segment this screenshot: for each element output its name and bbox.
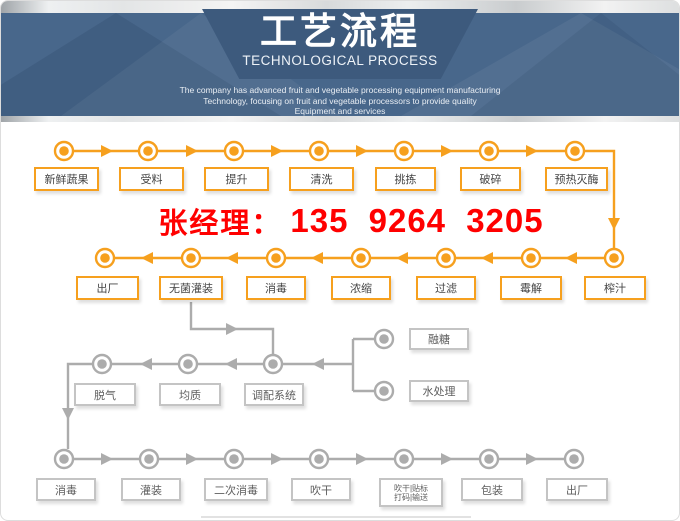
title-banner: 工艺流程 TECHNOLOGICAL PROCESS — [202, 9, 478, 79]
step-box-secondary-disinfection: 二次消毒 — [204, 478, 268, 501]
flow-node-dot — [59, 454, 69, 464]
flow-node-dot — [379, 334, 389, 344]
flow-arrow-icon — [271, 453, 283, 465]
flow-node-dot — [100, 253, 110, 263]
flow-node-dot — [570, 146, 580, 156]
flow-arrow-icon — [186, 453, 198, 465]
flow-node-dot — [229, 454, 239, 464]
flow-arrow-icon — [141, 252, 153, 264]
flow-node-dot — [229, 146, 239, 156]
step-box-factory-out-final: 出厂 — [546, 478, 608, 501]
step-box-factory-out: 出厂 — [76, 276, 139, 300]
step-box-line2: 打码|输送 — [393, 492, 429, 502]
step-box-filtration: 过滤 — [416, 276, 476, 300]
step-box-homogenization: 均质 — [159, 383, 221, 406]
step-box-degassing: 脱气 — [74, 383, 136, 406]
contact-banner: 张经理： 135 9264 3205 — [131, 200, 571, 242]
step-box-enzymolysis: 霉解 — [500, 276, 562, 300]
flow-arrow-icon — [226, 323, 238, 335]
flow-node-dot — [399, 146, 409, 156]
step-box-sugar-melting: 融糖 — [409, 328, 469, 350]
flow-node-dot — [271, 253, 281, 263]
flow-arrow-icon — [101, 453, 113, 465]
flow-arrow-icon — [526, 145, 538, 157]
flow-node-dot — [484, 146, 494, 156]
flow-arrow-icon — [356, 145, 368, 157]
flow-node-dot — [609, 253, 619, 263]
flow-arrow-icon — [226, 252, 238, 264]
flow-line — [66, 362, 353, 449]
step-box-water-treatment: 水处理 — [409, 380, 469, 402]
flow-node-dot — [144, 454, 154, 464]
step-box-packaging: 包装 — [461, 478, 523, 501]
flow-node-dot — [314, 454, 324, 464]
company-description-line: The company has advanced fruit and veget… — [179, 85, 501, 95]
page-subtitle: TECHNOLOGICAL PROCESS — [242, 52, 438, 68]
flow-arrow-icon — [441, 453, 453, 465]
flow-arrow-icon — [62, 408, 74, 420]
flow-node-dot — [569, 454, 579, 464]
step-box-disinfection: 消毒 — [246, 276, 306, 300]
flow-arrow-icon — [225, 358, 237, 370]
contact-name: 张经理： — [158, 208, 283, 240]
flow-node-dot — [399, 454, 409, 464]
step-box-receiving: 受料 — [119, 167, 184, 191]
company-description-line: Equipment and services — [294, 106, 386, 116]
flow-node-dot — [356, 253, 366, 263]
step-box-blow-dry: 吹干 — [291, 478, 351, 501]
flow-arrow-icon — [441, 145, 453, 157]
flow-arrow-icon — [186, 145, 198, 157]
step-box-washing: 清洗 — [289, 167, 354, 191]
step-box-bottle-disinfection: 消毒 — [36, 478, 96, 501]
page-title: 工艺流程 — [260, 11, 420, 52]
flow-arrow-icon — [526, 453, 538, 465]
step-box-line1: 吹干|贴标 — [393, 483, 429, 493]
step-box-juicing: 榨汁 — [584, 276, 646, 300]
flow-arrow-icon — [140, 358, 152, 370]
company-description: The company has advanced fruit and veget… — [1, 85, 679, 117]
flow-arrow-icon — [481, 252, 493, 264]
step-box-preheat-enzyme-kill: 预热灭酶 — [545, 167, 608, 191]
step-box-label-code-convey: 吹干|贴标 打码|输送 — [379, 478, 443, 507]
flow-node-dot — [97, 359, 107, 369]
flow-node-dot — [441, 253, 451, 263]
step-box-sorting: 挑拣 — [375, 167, 436, 191]
flow-arrow-icon — [101, 145, 113, 157]
company-description-line: Technology, focusing on fruit and vegeta… — [203, 95, 477, 106]
flow-arrow-icon — [271, 145, 283, 157]
flow-arrow-icon — [311, 252, 323, 264]
flow-arrow-icon — [356, 453, 368, 465]
step-box-blending-system: 调配系统 — [244, 383, 304, 406]
flow-node-dot — [59, 146, 69, 156]
flow-node-dot — [379, 386, 389, 396]
step-box-filling: 灌装 — [121, 478, 181, 501]
step-box-crushing: 破碎 — [460, 167, 521, 191]
contact-phone: 135 9264 3205 — [290, 202, 544, 239]
flow-node-dot — [526, 253, 536, 263]
flow-node-dot — [143, 146, 153, 156]
step-box-aseptic-filling: 无菌灌装 — [159, 276, 223, 300]
step-box-concentration: 浓缩 — [331, 276, 391, 300]
flow-arrow-icon — [396, 252, 408, 264]
step-box-lifting: 提升 — [204, 167, 269, 191]
flow-node-dot — [314, 146, 324, 156]
flow-node-dot — [183, 359, 193, 369]
flow-node-dot — [484, 454, 494, 464]
flow-arrow-icon — [312, 358, 324, 370]
flow-node-dot — [186, 253, 196, 263]
flow-arrow-icon — [608, 218, 620, 230]
flow-node-dot — [268, 359, 278, 369]
step-box-fresh-produce: 新鲜蔬果 — [34, 167, 99, 191]
flow-arrow-icon — [565, 252, 577, 264]
